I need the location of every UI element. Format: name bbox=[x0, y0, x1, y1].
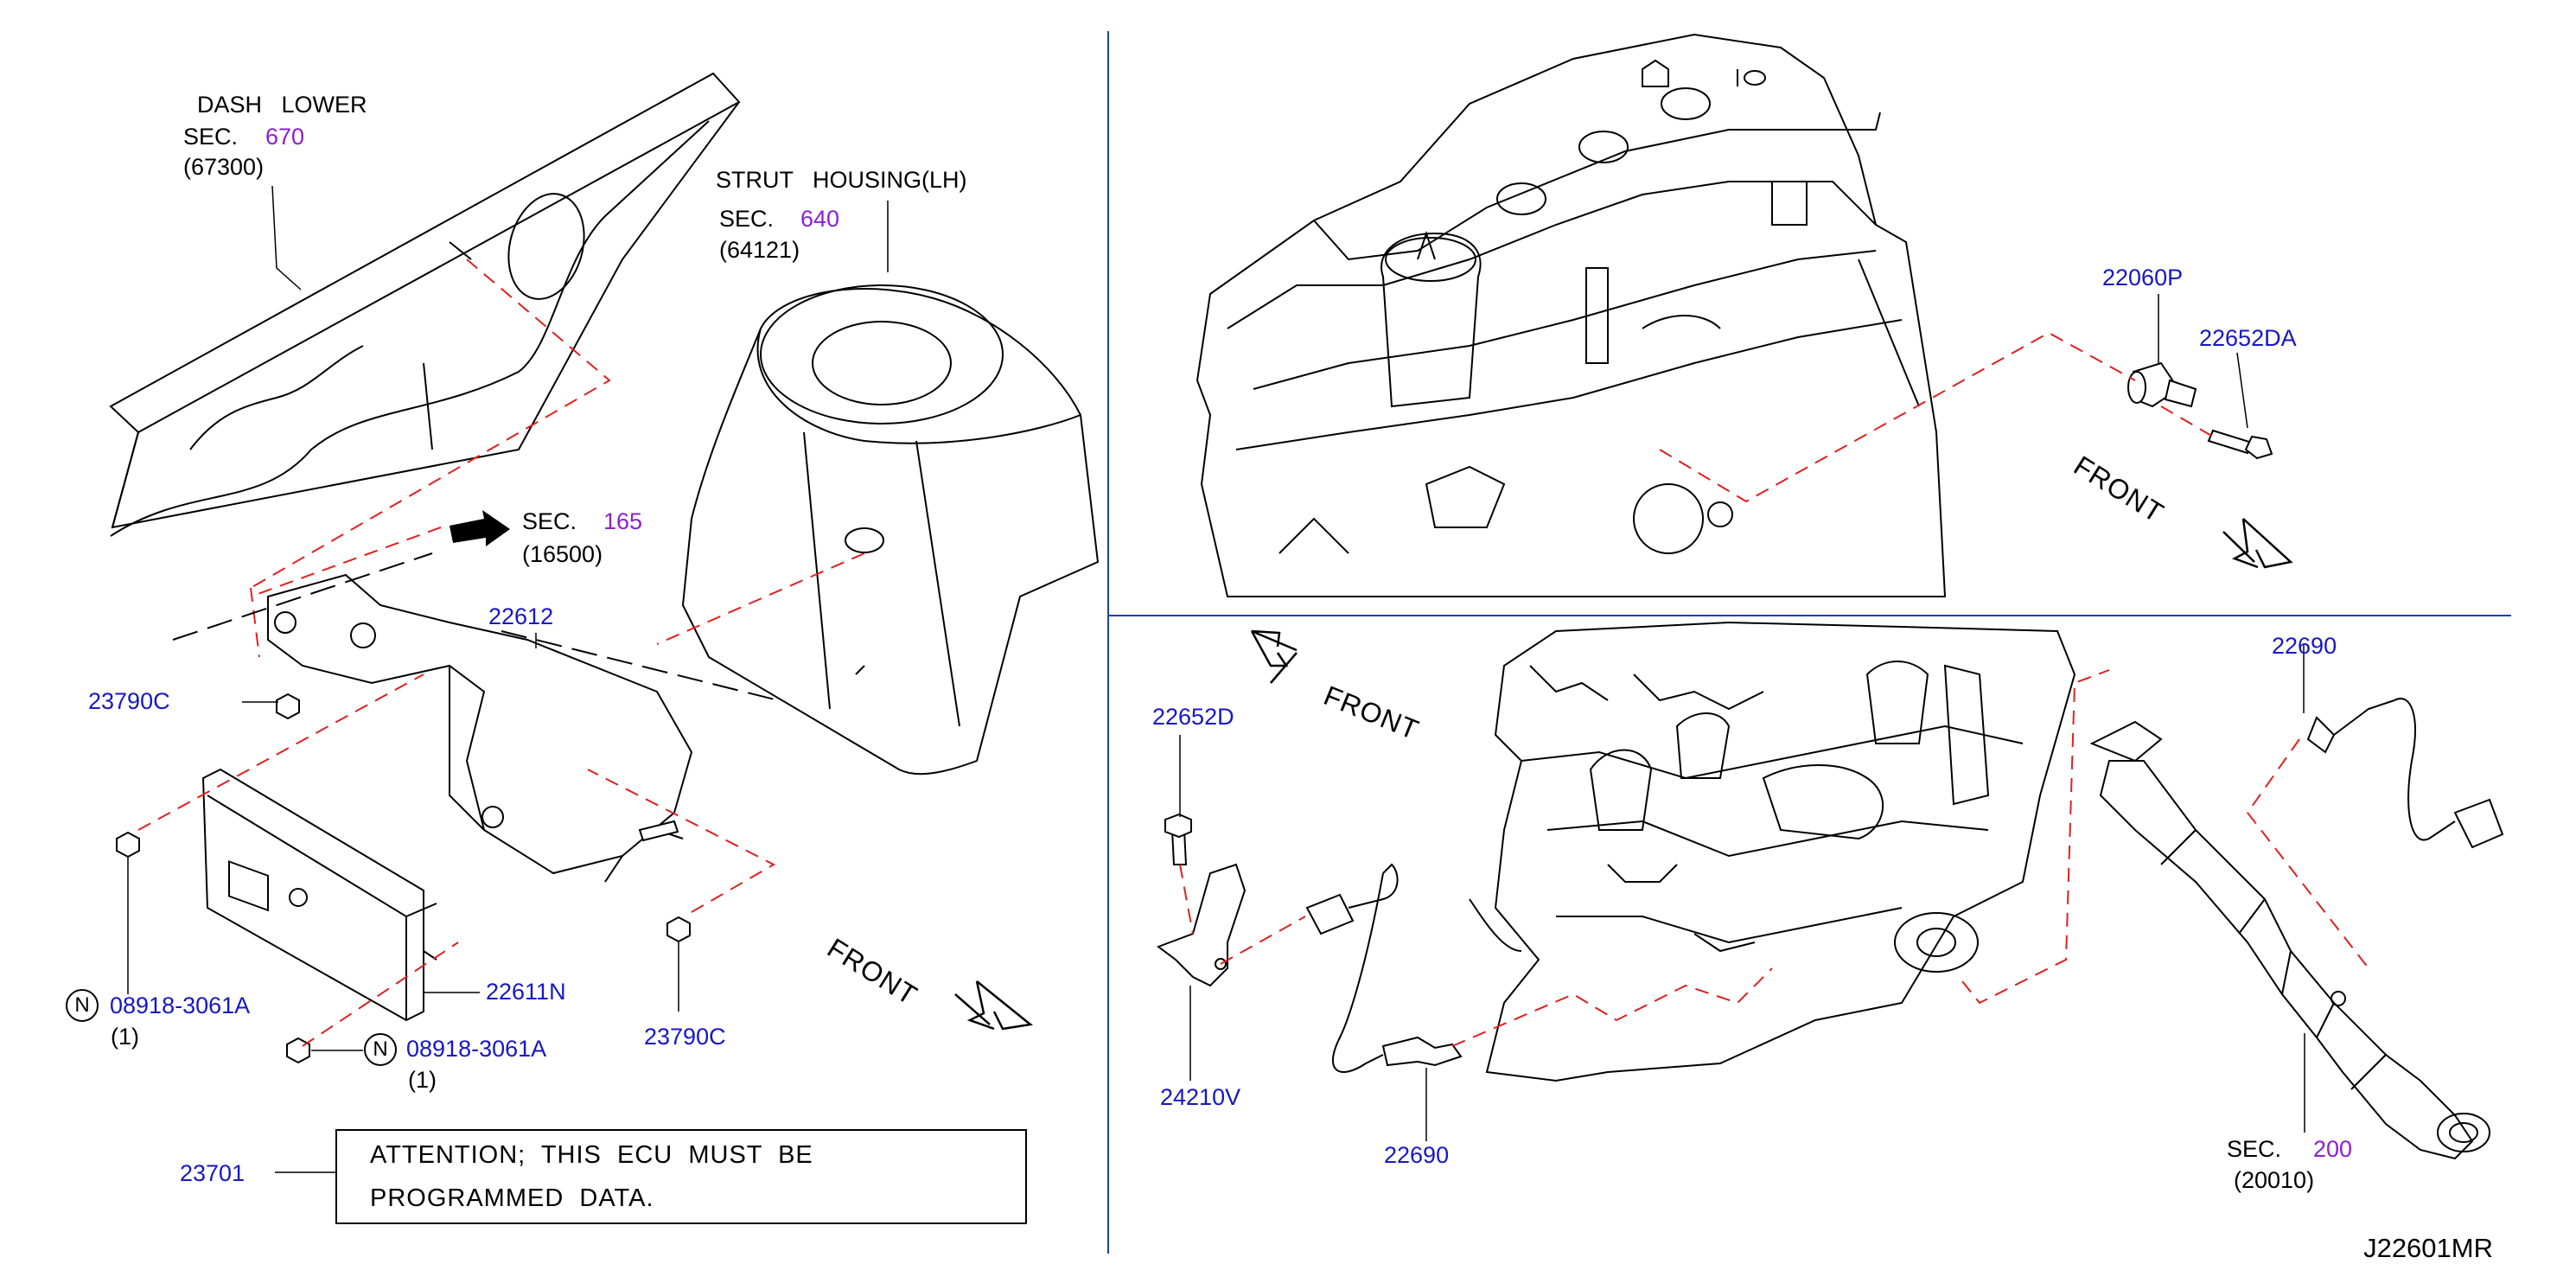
part-22612[interactable]: 22612 bbox=[488, 603, 554, 629]
fasteners-left bbox=[116, 693, 691, 1064]
part-23790c-bottom[interactable]: 23790C bbox=[644, 1024, 726, 1050]
part-08918-right-qty: (1) bbox=[408, 1067, 437, 1093]
front-arrow-top-right bbox=[2222, 518, 2293, 569]
part-08918-left-qty: (1) bbox=[111, 1024, 139, 1050]
n-mark-right: N bbox=[364, 1033, 397, 1066]
front-arrow-left bbox=[954, 980, 1033, 1031]
callouts-left bbox=[127, 185, 889, 1173]
part-22652d[interactable]: 22652D bbox=[1152, 704, 1234, 730]
strut-housing-drawing bbox=[681, 284, 1100, 776]
strut-housing-sec-prefix: SEC. bbox=[719, 206, 775, 232]
engine-top-drawing bbox=[1196, 33, 1947, 597]
strut-housing-part-number: (64121) bbox=[719, 237, 800, 263]
engine-bottom-drawing bbox=[1469, 621, 2076, 1082]
leaders-left bbox=[137, 259, 865, 1047]
sec200-prefix: SEC. bbox=[2227, 1136, 2282, 1162]
part-23790c-top[interactable]: 23790C bbox=[88, 688, 170, 714]
dash-lower-sec-number[interactable]: 670 bbox=[265, 124, 305, 150]
diagram-code: J22601MR bbox=[2363, 1233, 2493, 1263]
leaders-bottom-right bbox=[1179, 669, 2369, 1047]
catalyst-drawing bbox=[2089, 720, 2490, 1160]
dash-lower-name: DASH LOWER bbox=[197, 92, 367, 118]
part-22690-bottom[interactable]: 22690 bbox=[1384, 1142, 1450, 1168]
callouts-bottom-right bbox=[1179, 644, 2305, 1141]
dash-lower-part-number: (67300) bbox=[183, 154, 265, 180]
part-08918-right[interactable]: 08918-3061A bbox=[406, 1036, 547, 1062]
part-22060p[interactable]: 22060P bbox=[2102, 265, 2184, 290]
front-arrow-bottom-right bbox=[1250, 629, 1298, 684]
callouts-top-right bbox=[2158, 294, 2248, 429]
part-08918-left[interactable]: 08918-3061A bbox=[110, 993, 251, 1018]
sec165-part-number: (16500) bbox=[522, 541, 603, 567]
strut-housing-name: STRUT HOUSING(LH) bbox=[716, 167, 967, 193]
dash-lower-sec-prefix: SEC. bbox=[183, 124, 239, 150]
part-22652da[interactable]: 22652DA bbox=[2199, 325, 2297, 351]
sec165-prefix: SEC. bbox=[522, 508, 577, 534]
o2-sensor-top-drawing bbox=[2306, 698, 2504, 849]
sec200-part-number: (20010) bbox=[2234, 1167, 2315, 1193]
dash-lower-drawing bbox=[109, 72, 741, 537]
bracket-24210v-drawing bbox=[1156, 813, 1247, 987]
part-24210v[interactable]: 24210V bbox=[1160, 1084, 1241, 1110]
strut-housing-sec-number[interactable]: 640 bbox=[800, 206, 840, 232]
sec200-number[interactable]: 200 bbox=[2313, 1136, 2353, 1162]
knock-sensor-drawing bbox=[2127, 361, 2273, 460]
attention-box: ATTENTION; THIS ECU MUST BE PROGRAMMED D… bbox=[335, 1129, 1027, 1224]
leaders-top-right bbox=[1659, 331, 2214, 503]
attention-line-2: PROGRAMMED DATA. bbox=[370, 1184, 654, 1212]
part-23701[interactable]: 23701 bbox=[180, 1160, 245, 1186]
sec165-arrow bbox=[450, 510, 510, 546]
part-22611n[interactable]: 22611N bbox=[486, 979, 566, 1005]
attention-line-1: ATTENTION; THIS ECU MUST BE bbox=[370, 1141, 813, 1169]
ecu-drawing bbox=[201, 768, 437, 1022]
sec165-number[interactable]: 165 bbox=[603, 508, 643, 534]
bracket-22612-drawing bbox=[267, 573, 693, 883]
leaders-left-black bbox=[172, 552, 779, 701]
part-22690-top[interactable]: 22690 bbox=[2272, 635, 2337, 658]
o2-sensor-bottom-drawing bbox=[1305, 863, 1463, 1073]
n-mark-left: N bbox=[66, 989, 99, 1022]
